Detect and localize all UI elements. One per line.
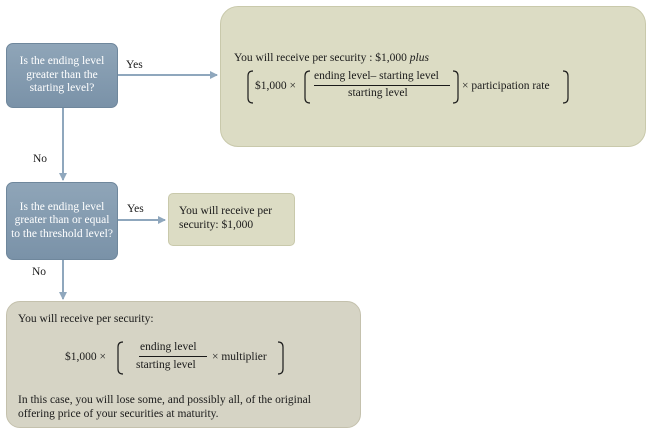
decision-ending-vs-starting: Is the ending level greater than the sta… — [6, 43, 118, 108]
result-upside-box: You will receive per security : $1,000 p… — [220, 6, 646, 147]
no-label-2: No — [32, 266, 47, 278]
decision-1-text: Is the ending level greater than the sta… — [19, 55, 105, 95]
formula-downside-denominator: starting level — [136, 359, 196, 371]
result-downside-intro: You will receive per security: — [18, 313, 154, 325]
no-label-1: No — [33, 153, 48, 165]
formula-upside-brackets — [247, 70, 569, 104]
formula-upside-principal: $1,000 × — [255, 80, 296, 92]
formula-upside-numerator: ending level– starting level — [314, 70, 439, 82]
yes-label-1: Yes — [126, 59, 143, 71]
decision-2-text: Is the ending level greater than or equa… — [11, 200, 113, 240]
result-flat-text: You will receive per security: $1,000 — [179, 205, 273, 231]
formula-downside-numerator: ending level — [140, 341, 197, 353]
decision-ending-vs-threshold: Is the ending level greater than or equa… — [6, 182, 118, 260]
formula-upside: $1,000 × ending level– starting level st… — [247, 69, 577, 104]
result-downside-note: In this case, you will lose some, and po… — [18, 394, 311, 420]
formula-downside-brackets — [117, 341, 284, 375]
formula-upside-denominator: starting level — [348, 87, 408, 99]
yes-label-2: Yes — [127, 203, 144, 215]
result-downside-box: You will receive per security: $1,000 × … — [6, 301, 361, 428]
fraction-bar-upside — [314, 85, 450, 86]
fraction-bar-downside — [139, 356, 207, 357]
formula-upside-rate: × participation rate — [462, 80, 550, 92]
formula-downside-multiplier: × multiplier — [212, 351, 267, 363]
formula-downside-principal: $1,000 × — [65, 351, 106, 363]
result-upside-intro: You will receive per security : $1,000 p… — [234, 52, 429, 64]
formula-downside: $1,000 × ending level starting level × m… — [62, 340, 302, 376]
result-flat-box: You will receive per security: $1,000 — [168, 193, 295, 246]
